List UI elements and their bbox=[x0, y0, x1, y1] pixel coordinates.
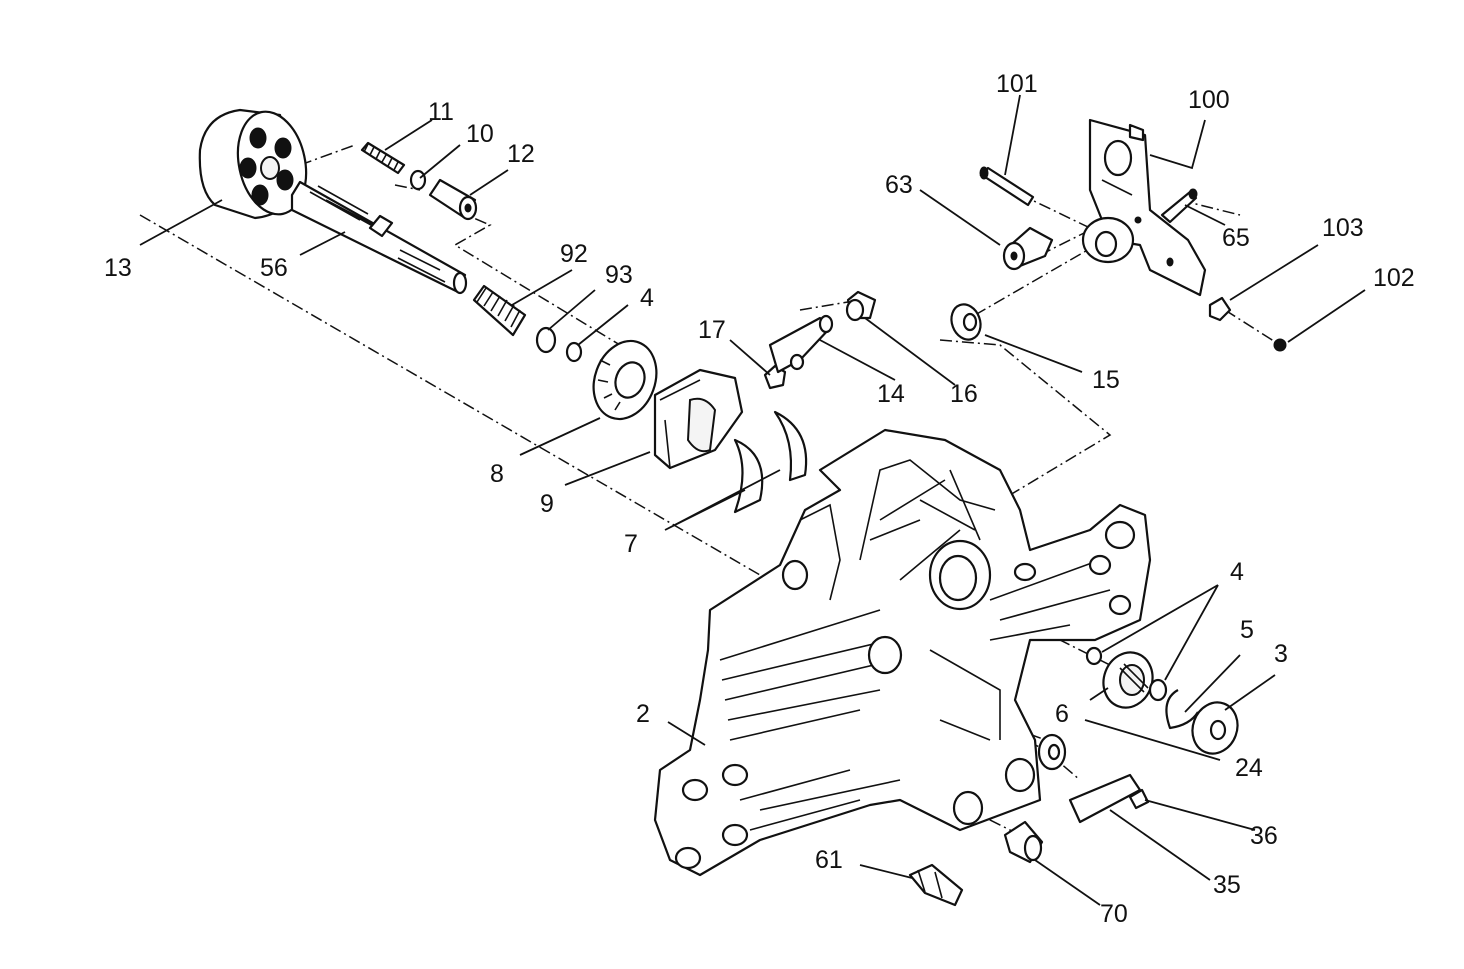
plate-part-35 bbox=[1068, 773, 1142, 824]
callout-3: 3 bbox=[1274, 640, 1288, 668]
callout-2: 2 bbox=[636, 700, 650, 728]
callout-65: 65 bbox=[1222, 224, 1250, 252]
callout-12: 12 bbox=[507, 140, 535, 168]
callout-100: 100 bbox=[1188, 86, 1230, 114]
screw-part-102 bbox=[1273, 338, 1287, 352]
callout-16: 16 bbox=[950, 380, 978, 408]
thrust-liner-part-7 bbox=[733, 410, 808, 514]
callout-103: 103 bbox=[1322, 214, 1364, 242]
callout-15: 15 bbox=[1092, 366, 1120, 394]
housing-part-2 bbox=[653, 428, 1152, 877]
washer-part-3 bbox=[1191, 701, 1239, 755]
callout-93: 93 bbox=[605, 261, 633, 289]
fitting-part-61 bbox=[908, 863, 964, 907]
cylinder-block-part-13 bbox=[198, 108, 308, 220]
bearing-part-6-gear bbox=[1102, 651, 1154, 709]
o-ring-part-4-lower-a bbox=[1085, 646, 1103, 666]
callout-9: 9 bbox=[540, 490, 554, 518]
callout-4-upper: 4 bbox=[640, 284, 654, 312]
seal-part-16 bbox=[845, 290, 877, 322]
spacer-part-63 bbox=[1002, 226, 1054, 271]
callout-70: 70 bbox=[1100, 900, 1128, 928]
input-shaft-part-56 bbox=[290, 180, 468, 295]
retaining-ring-part-5 bbox=[1165, 689, 1199, 730]
screw-part-65 bbox=[1160, 188, 1198, 224]
leader-lines bbox=[139, 94, 1366, 906]
callout-4-lower: 4 bbox=[1230, 558, 1244, 586]
callout-13: 13 bbox=[104, 254, 132, 282]
control-arm-part-14 bbox=[768, 314, 834, 374]
callout-63: 63 bbox=[885, 171, 913, 199]
callout-17: 17 bbox=[698, 316, 726, 344]
washer-part-24 bbox=[1037, 733, 1067, 771]
callout-102: 102 bbox=[1373, 264, 1415, 292]
swash-block-part-9 bbox=[653, 368, 744, 470]
callout-10: 10 bbox=[466, 120, 494, 148]
fitting-part-70 bbox=[1003, 820, 1044, 864]
spring-part-92 bbox=[472, 284, 527, 337]
nut-part-103 bbox=[1208, 296, 1232, 322]
screw-part-36 bbox=[1128, 788, 1150, 810]
callout-14: 14 bbox=[877, 380, 905, 408]
o-ring-part-93 bbox=[535, 326, 557, 354]
bracket-part-100 bbox=[1081, 118, 1207, 297]
callout-36: 36 bbox=[1250, 822, 1278, 850]
callout-35: 35 bbox=[1213, 871, 1241, 899]
o-ring-part-4-lower-b bbox=[1148, 678, 1168, 702]
bearing-part-8 bbox=[592, 339, 658, 421]
seal-part-15 bbox=[950, 303, 982, 341]
callout-6: 6 bbox=[1055, 700, 1069, 728]
bushing-part-12 bbox=[428, 178, 478, 221]
callout-labels: 11 10 12 13 56 92 93 4 8 9 7 17 14 16 10… bbox=[104, 70, 1415, 928]
callout-8: 8 bbox=[490, 460, 504, 488]
callout-5: 5 bbox=[1240, 616, 1254, 644]
bolt-part-101 bbox=[979, 166, 1035, 207]
callout-7: 7 bbox=[624, 530, 638, 558]
callout-56: 56 bbox=[260, 254, 288, 282]
callout-101: 101 bbox=[996, 70, 1038, 98]
o-ring-part-4-upper bbox=[565, 341, 583, 363]
spring-part-11 bbox=[360, 141, 406, 175]
callout-24: 24 bbox=[1235, 754, 1263, 782]
callout-11: 11 bbox=[428, 98, 454, 126]
callout-61: 61 bbox=[815, 846, 843, 874]
retaining-ring-part-10 bbox=[409, 169, 427, 191]
callout-92: 92 bbox=[560, 240, 588, 268]
